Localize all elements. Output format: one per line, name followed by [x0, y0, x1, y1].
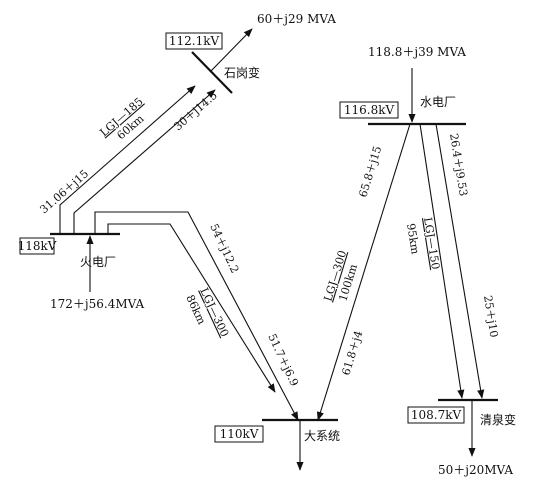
thermal-shigang-flow-in: 30＋j14.5 — [171, 89, 219, 134]
hydro-qingquan-out-arrow — [419, 123, 465, 399]
thermal-shigang-flow-out: 31.06＋j15 — [37, 167, 91, 216]
qingquan-voltage-box — [407, 406, 465, 424]
shigang-voltage: 112.1kV — [169, 34, 220, 48]
thermal-system-in-arrow — [94, 211, 299, 421]
qingquan-load: 50＋j20MVA — [438, 463, 513, 477]
hydro-voltage: 116.8kV — [344, 103, 395, 117]
thermal-voltage: 118kV — [18, 239, 57, 253]
thermal-system-out-arrow — [107, 223, 276, 393]
hydro-system-flow-in: 61.8＋j4 — [339, 329, 365, 377]
system-voltage-box — [214, 425, 264, 443]
hydro-voltage-box — [339, 101, 399, 119]
hydro-name: 水电厂 — [420, 95, 456, 109]
shigang-bus — [191, 51, 233, 94]
thermal-gen: 172＋j56.4MVA — [50, 297, 144, 311]
thermal-name: 火电厂 — [80, 255, 116, 269]
hydro-qingquan-length: 95km — [404, 222, 422, 255]
thermal-voltage-box — [19, 237, 55, 255]
thermal-system-flow-in: 51.7＋j6.9 — [265, 332, 301, 389]
shigang-load: 60＋j29 MVA — [257, 12, 336, 26]
shigang-name: 石岗变 — [224, 65, 260, 80]
thermal-system-flow-out: 54＋j12.2 — [207, 222, 241, 275]
system-name: 大系统 — [304, 429, 340, 443]
qingquan-voltage: 108.7kV — [411, 408, 462, 422]
thermal-shigang-in-arrow — [73, 89, 216, 234]
qingquan-name: 清泉变 — [480, 412, 516, 427]
thermal-shigang-out-arrow — [59, 85, 196, 234]
hydro-system-arrow — [316, 123, 411, 421]
hydro-qingquan-in-arrow — [435, 123, 485, 399]
shigang-load-arrow — [209, 28, 253, 73]
hydro-qingquan-flow-in: 25＋j10 — [481, 294, 500, 338]
hydro-qingquan-flow-out: 26.4＋j9.53 — [447, 132, 470, 197]
shigang-voltage-box — [165, 32, 223, 50]
system-voltage: 110kV — [220, 427, 259, 441]
hydro-gen: 118.8＋j39 MVA — [368, 45, 466, 59]
hydro-qingquan-type: LGJ—150 — [421, 216, 442, 270]
hydro-system-flow-out: 65.8＋j15 — [356, 144, 384, 198]
